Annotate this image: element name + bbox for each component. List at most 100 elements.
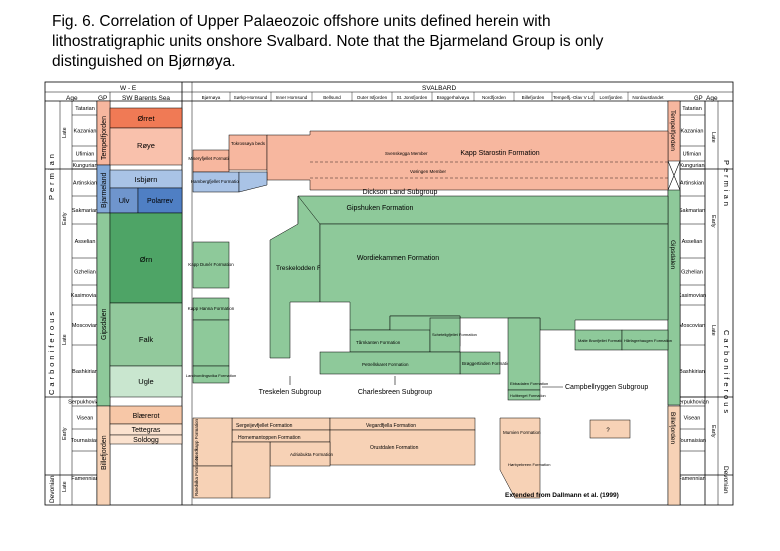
unit-malte-brunfjellet-label: Malte Brunfjellet Formation (578, 338, 626, 343)
group-gipsdalen: Gipsdalen (101, 308, 108, 340)
stage-L-10: Bashkirian (72, 369, 98, 375)
unit-orustdalen (329, 429, 476, 466)
unit-polarrev-label: Polarrev (147, 198, 174, 205)
unit-ugle (109, 365, 183, 398)
unit-kapp-duner (192, 241, 230, 289)
credit-text: Extended from Dallmann et al. (1999) (505, 492, 619, 499)
unit-roye-label: Røye (137, 141, 155, 150)
unit-falk (109, 302, 183, 367)
stage-R-3: Kungurian (679, 163, 704, 169)
unit-treskelodden-label: Treskelodden Formation (276, 265, 347, 272)
unit-ulv (109, 187, 139, 214)
unit-tettegras-label: Tettegras (132, 427, 161, 434)
header-age: Age (66, 95, 78, 102)
period-carboniferous-right: Carboniferous (722, 330, 731, 416)
caption-line-2: lithostratigraphic units onshore Svalbar… (52, 33, 604, 50)
unit-harfagrehaugen-label: Hårfagrehaugen Formation (624, 338, 672, 343)
unit-petrellskaret-label: Petrellskaret Formation (362, 362, 409, 367)
unit-broggertinden-label: Brøggertinden Formation (462, 361, 513, 366)
unit-vorinqen-label: Vøringen Member (410, 169, 447, 174)
campbellryggen-subgroup-label: Campbellryggen Subgroup (565, 384, 648, 391)
unit-kapp-hanna-label: Kapp Hanna Formation (188, 306, 235, 311)
epoch-late-permian: Late (62, 127, 68, 138)
stage-L-11: Serpukhovian (68, 400, 102, 406)
column-header-2: Inner Hornsund (276, 95, 308, 100)
header-svalbard: SVALBARD (422, 85, 457, 92)
unit-mumien-label: Mumien Formation (503, 430, 541, 435)
unit-kapp-starostin (266, 130, 669, 191)
header-w-e: W - E (120, 85, 137, 92)
unit-hornemantoppen-label: Hornemantoppen Formation (238, 435, 301, 441)
unit-adriabukta (269, 441, 331, 467)
unit-hambergfjellet-label: Hambergfjellet Formation (191, 179, 242, 184)
stage-L-8: Kasimovian (71, 293, 99, 299)
unit-ebbadalen-label: Ebbadalen Formation (510, 381, 548, 386)
column-header-8: Billefjorden (522, 95, 545, 100)
dickson-land-label: Dickson Land Subgroup (363, 189, 438, 196)
header-gp-right: GP (694, 96, 703, 102)
unit-scheteligfjellet (429, 317, 461, 353)
unit-miseryfjellet-label: Miseryfjellet Formation (188, 156, 234, 161)
stage-L-14: Famennian (71, 476, 99, 482)
group-tempelfjorden: Tempelfjorden (101, 116, 108, 160)
period-carboniferous-left: Carboniferous (47, 309, 56, 395)
unit-falk-label: Falk (139, 335, 153, 344)
figure-caption: Fig. 6. Correlation of Upper Palaeozoic … (52, 12, 742, 72)
period-devonian-left: Devonian (49, 475, 56, 503)
epoch-early-carb: Early (62, 427, 68, 440)
unit-kapp-starostin-label: Kapp Starostin Formation (460, 150, 539, 157)
stage-R-4: Artinskian (680, 181, 704, 187)
unit-svenskegga-label: Svenskegga Member (385, 151, 428, 156)
stage-R-13: Tournaisian (678, 438, 706, 444)
column-header-3: Bellsund (323, 95, 341, 100)
stage-L-12: Visean (77, 416, 94, 422)
column-header-6: Brøggerhalvøya (437, 95, 470, 100)
stage-L-1: Kazanian (74, 129, 97, 135)
unit-horbyebreen-label: Hørbyebreen Formation (508, 462, 550, 467)
group-gipsdalen-right: Gipsdalen (669, 240, 676, 270)
unit-orustdalen-label: Orustdalen Formation (370, 445, 419, 451)
unit-isbjorn-label: Isbjørn (135, 175, 158, 184)
unit-landnordingsvika-label: Landnordingsvika Formation (186, 373, 236, 378)
column-header-9: Tempelfj.-Olav V Ld (553, 95, 594, 100)
period-permian-right: Permian (722, 160, 731, 209)
treskelen-subgroup-label: Treskelen Subgroup (259, 389, 322, 396)
unit-mumien (499, 417, 541, 499)
stage-R-9: Moscovian (679, 323, 705, 329)
column-header-1: Sørkp-Hornsund (234, 95, 268, 100)
column-header-7: Nordfjorden (482, 95, 506, 100)
column-header-5: St. Jonsfjorden (397, 95, 428, 100)
epoch-early-permian: Early (62, 212, 68, 225)
unit-orn (109, 212, 183, 304)
unit-scheteligfjellet-label: Scheteligfjellet Formation (432, 332, 477, 337)
svg-text:?: ? (606, 428, 610, 434)
header-sw-barents: SW Barents Sea (122, 95, 170, 102)
unit-miseryfjellet (192, 149, 230, 173)
unit-kapp-duner-label: Kapp Dunér Formation (188, 262, 234, 267)
unit-vegardfjella-label: Vegardfjella Formation (366, 423, 416, 429)
stage-R-11: Serpukhovian (675, 400, 709, 406)
stage-R-8: Kasimovian (678, 293, 706, 299)
stage-R-5: Sakmarian (679, 208, 705, 214)
unit-nordkapp-label: Nordkapp Formation (194, 418, 199, 460)
header-gp: GP (98, 95, 107, 102)
stage-R-6: Asselian (682, 239, 703, 245)
stage-L-13: Tournaisian (71, 438, 99, 444)
unit-wordiekammen (319, 223, 669, 331)
column-header-4: Outer Isfjorden (357, 95, 388, 100)
stage-R-10: Bashkirian (679, 369, 705, 375)
stage-R-1: Kazanian (681, 129, 704, 135)
unit-polarrev (137, 187, 183, 214)
unit-soldogg-label: Soldogg (133, 437, 159, 444)
unit-blaerorot-label: Blærerot (133, 413, 160, 420)
caption-line-3: distinguished on Bjørnøya. (52, 53, 236, 70)
stage-L-7: Gzhelian (74, 270, 96, 276)
stage-L-3: Kungurian (72, 163, 97, 169)
charlesbreen-subgroup-label: Charlesbreen Subgroup (358, 389, 432, 396)
unit-gipshuken-label: Gipshuken Formation (347, 205, 414, 212)
period-permian-left: Permian (47, 151, 56, 200)
epoch-late-carb-right: Late (710, 325, 716, 336)
unit-sergeijevfjellet-label: Sergeijevfjellet Formation (236, 423, 293, 429)
